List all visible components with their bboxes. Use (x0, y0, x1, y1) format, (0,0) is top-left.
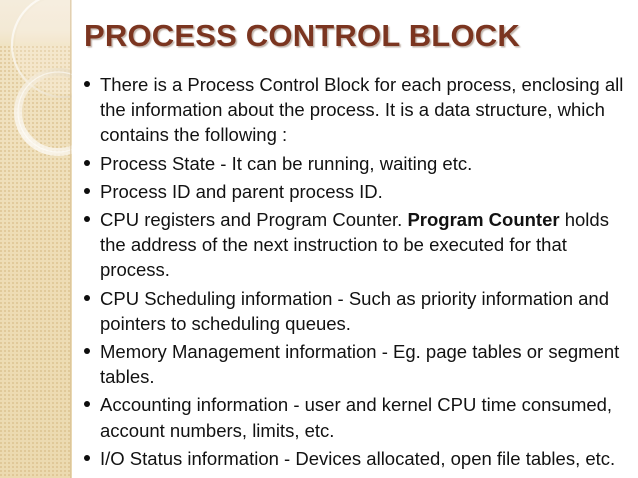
bullet-dot-icon (84, 81, 90, 87)
list-item-text: Memory Management information - Eg. page… (100, 341, 620, 388)
bullet-dot-icon (84, 187, 90, 194)
list-item-text: I/O Status information - Devices allocat… (100, 447, 616, 469)
list-item-text: Accounting information - user and kernel… (100, 394, 613, 441)
list-item: CPU registers and Program Counter. Progr… (80, 207, 636, 283)
sidebar-edge (70, 0, 72, 478)
list-item: Process State - It can be running, waiti… (80, 151, 636, 176)
list-item-text: CPU registers and Program Counter. (100, 209, 408, 231)
list-item: Accounting information - user and kernel… (80, 392, 636, 442)
list-item-text: Process ID and parent process ID. (100, 180, 383, 202)
bullet-dot-icon (84, 216, 90, 223)
bullet-dot-icon (84, 348, 90, 355)
list-item: CPU Scheduling information - Such as pri… (80, 286, 636, 336)
list-item-text: Process State - It can be running, waiti… (100, 152, 473, 174)
page-title: PROCESS CONTROL BLOCK (84, 18, 520, 53)
list-item: Memory Management information - Eg. page… (80, 339, 636, 389)
list-item-emphasis: Program Counter (407, 209, 560, 231)
bullet-dot-icon (84, 159, 90, 166)
list-item-text: holds the address of the next instructio… (100, 209, 609, 281)
bullet-dot-icon (84, 294, 90, 301)
sidebar-rings-graphic (10, 0, 72, 156)
sidebar-texture (0, 46, 72, 478)
list-item-text: CPU Scheduling information - Such as pri… (100, 287, 609, 334)
list-item-text: There is a Process Control Block for eac… (100, 74, 624, 146)
bullet-list: There is a Process Control Block for eac… (80, 72, 636, 478)
list-item: I/O Status information - Devices allocat… (80, 446, 636, 471)
bullet-dot-icon (84, 401, 90, 408)
decorative-sidebar (0, 0, 72, 478)
bullet-dot-icon (84, 454, 90, 461)
list-item: There is a Process Control Block for eac… (80, 72, 636, 148)
list-item: Process ID and parent process ID. (80, 179, 636, 204)
